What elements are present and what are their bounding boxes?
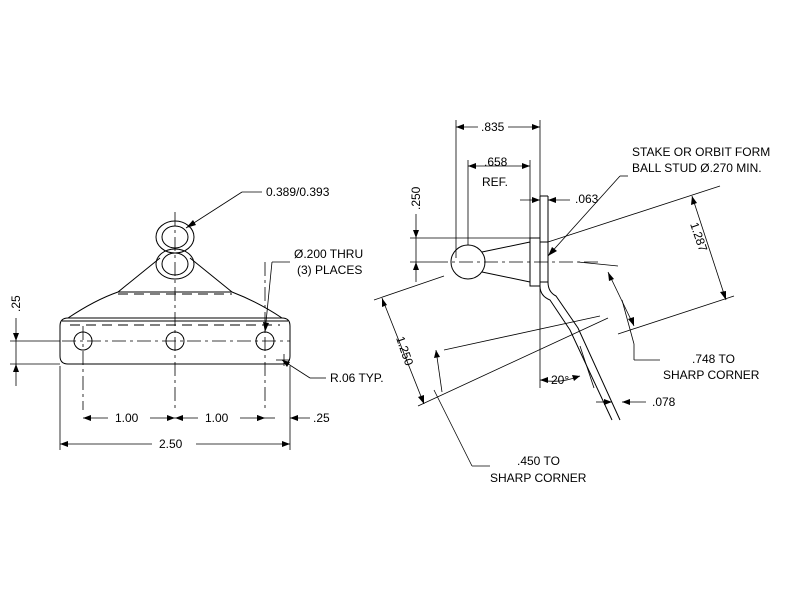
dim-063-label: .063 <box>575 192 599 206</box>
front-view: .25 1.00 1.00 .25 2.50 0.389/0.393 <box>9 185 384 452</box>
dim-edge-top-label: .25 <box>9 295 23 312</box>
dim-edge-right-label: .25 <box>313 411 330 425</box>
dim-1250-label: 1.250 <box>393 334 416 367</box>
dim-835-label: .835 <box>481 120 505 134</box>
gusset-outline <box>67 257 283 319</box>
note-748-line-2: SHARP CORNER <box>663 368 760 382</box>
dim-658-label: .658 <box>484 155 508 169</box>
angle-label: 20° <box>551 373 569 387</box>
ball-dia-label: 0.389/0.393 <box>266 185 330 199</box>
note-748-line-1: .748 TO <box>692 352 735 366</box>
ref-label: REF. <box>482 175 508 189</box>
dim-1287-label: 1.287 <box>687 220 710 253</box>
note-450-line-1: .450 TO <box>517 454 560 468</box>
stake-note-line-2: BALL STUD Ø.270 MIN. <box>632 161 762 175</box>
bracket-plate-outline <box>59 317 291 365</box>
note-450-line-2: SHARP CORNER <box>490 471 587 485</box>
bracket-profile-outer <box>547 196 621 421</box>
stake-note-line-1: STAKE OR ORBIT FORM <box>632 145 770 159</box>
hole-note-line-2: (3) PLACES <box>297 263 362 277</box>
dim-078-label: .078 <box>652 395 676 409</box>
dim-spacing-2-label: 1.00 <box>205 411 229 425</box>
dim-250-label: .250 <box>409 186 423 210</box>
dim-spacing-1-label: 1.00 <box>115 411 139 425</box>
dim-overall-label: 2.50 <box>159 437 183 451</box>
radius-note: R.06 TYP. <box>330 371 384 385</box>
hole-note-line-1: Ø.200 THRU <box>294 247 363 261</box>
side-view: .835 .658 REF. .250 .063 STAKE OR ORBIT … <box>373 119 770 485</box>
